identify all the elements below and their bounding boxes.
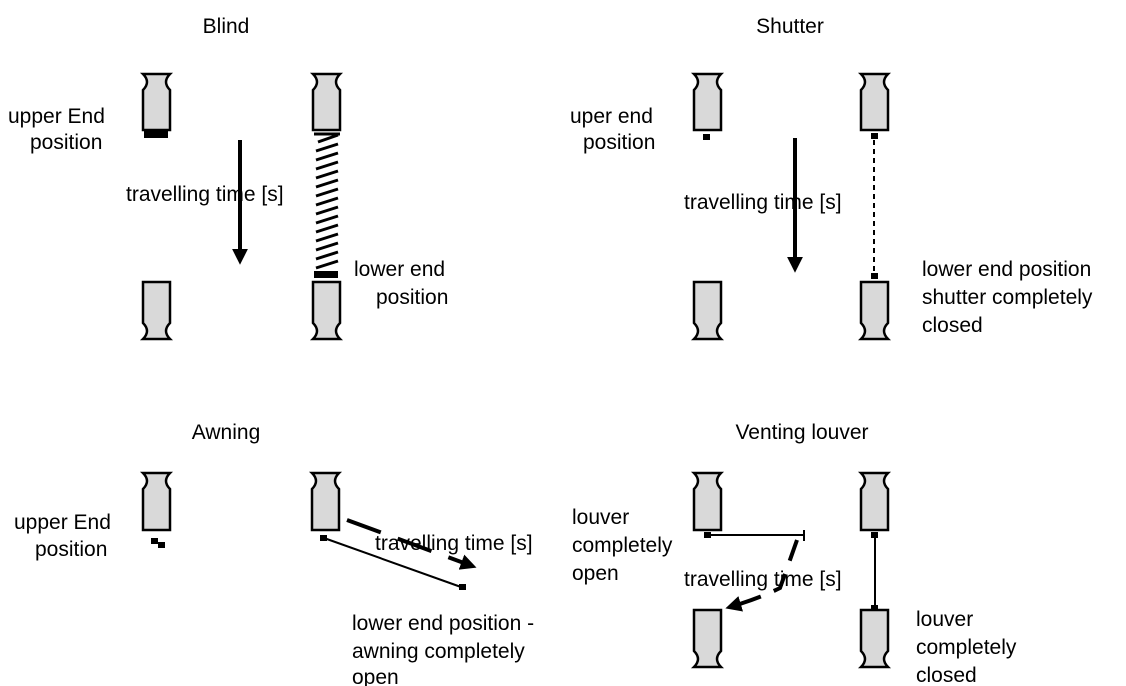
- louver-open-label-1: louver: [572, 506, 629, 529]
- shutter-lower-label-3: closed: [922, 314, 983, 337]
- louver-closed-bottom-dot: [871, 605, 878, 611]
- awning-upper-dot-1: [151, 538, 158, 544]
- awning-lower-label-3: open: [352, 666, 399, 686]
- shutter-upper-dot: [703, 134, 710, 140]
- awning-lower-label-1: lower end position -: [352, 612, 534, 635]
- blind-time-label: travelling time [s]: [126, 183, 284, 206]
- blind-slats: [314, 132, 340, 270]
- shutter-top-dot: [871, 133, 878, 139]
- blind-lower-bar: [314, 271, 338, 278]
- awning-title: Awning: [192, 421, 261, 444]
- louver-title: Venting louver: [735, 421, 868, 444]
- awning-frame-right: [308, 471, 343, 532]
- awning-travel-arrow: [346, 518, 477, 570]
- louver-closed-label-3: closed: [916, 664, 977, 686]
- blind-upper-frame-left: [139, 72, 174, 132]
- shutter-panel: Shutter uper end position travelling tim…: [570, 15, 1093, 341]
- shutter-lower-label-2: shutter completely: [922, 286, 1093, 309]
- louver-open-pivot: [704, 532, 711, 538]
- awning-upper-dot-2: [158, 542, 165, 548]
- shutter-lower-frame-left: [690, 280, 725, 341]
- blind-upper-label-2: position: [30, 131, 102, 154]
- awning-panel: Awning upper End position travelling tim…: [14, 421, 534, 686]
- blind-lower-label-1: lower end: [354, 258, 445, 281]
- louver-upper-frame-left: [690, 471, 725, 532]
- awning-frame-left: [139, 471, 174, 532]
- shutter-upper-frame-left: [690, 72, 725, 132]
- louver-time-label: travelling time [s]: [684, 568, 842, 591]
- shutter-lower-frame-right: [857, 280, 892, 341]
- louver-open-label-3: open: [572, 562, 619, 585]
- awning-arm-line: [323, 537, 462, 588]
- shutter-bottom-dot: [871, 273, 878, 279]
- shutter-upper-label-1: uper end: [570, 105, 653, 128]
- blind-lower-frame-left: [139, 280, 174, 341]
- louver-panel: Venting louver louver completely open tr…: [572, 421, 1017, 686]
- blind-lower-label-2: position: [376, 286, 448, 309]
- awning-lower-label-2: awning completely: [352, 640, 525, 663]
- blind-panel: Blind upper End position travelling time…: [8, 15, 448, 341]
- blind-upper-frame-right: [309, 72, 344, 132]
- louver-open-label-2: completely: [572, 534, 673, 557]
- shutter-lower-label-1: lower end position: [922, 258, 1091, 281]
- louver-closed-top-dot: [871, 532, 878, 538]
- shutter-time-label: travelling time [s]: [684, 191, 842, 214]
- blind-upper-bar: [144, 131, 168, 138]
- louver-closed-label-1: louver: [916, 608, 973, 631]
- louver-lower-frame-left: [690, 608, 725, 669]
- blind-upper-label-1: upper End: [8, 105, 105, 128]
- awning-upper-label-1: upper End: [14, 511, 111, 534]
- blind-lower-frame-right: [309, 280, 344, 341]
- awning-upper-label-2: position: [35, 538, 107, 561]
- louver-lower-frame-right: [857, 608, 892, 669]
- awning-arm-pivot: [320, 535, 327, 541]
- louver-travel-arrow: [725, 539, 799, 612]
- shutter-upper-frame-right: [857, 72, 892, 132]
- awning-arm-end: [459, 584, 466, 590]
- blind-title: Blind: [203, 15, 250, 38]
- shutter-title: Shutter: [756, 15, 824, 38]
- shutter-upper-label-2: position: [583, 131, 655, 154]
- louver-closed-label-2: completely: [916, 636, 1017, 659]
- awning-time-label: travelling time [s]: [375, 532, 533, 555]
- louver-upper-frame-right: [857, 471, 892, 532]
